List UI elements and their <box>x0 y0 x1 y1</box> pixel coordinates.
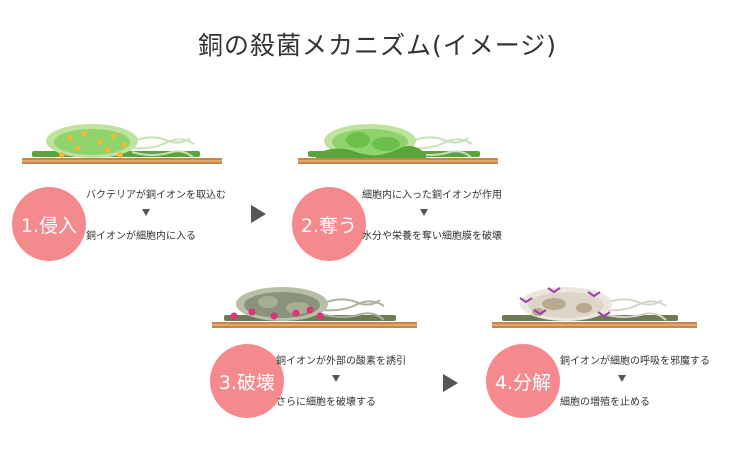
stage-1-caption-2: 銅イオンが細胞内に入る <box>86 227 196 242</box>
arrow-right-icon <box>251 205 266 223</box>
arrow-right-icon <box>443 374 458 392</box>
arrow-down-icon <box>420 209 428 216</box>
stage-1-badge: 1.侵入 <box>12 187 86 261</box>
stage-1: 1.侵入 バクテリアが銅イオンを取込む 銅イオンが細胞内に入る <box>22 118 242 278</box>
stage-3-badge: 3.破壊 <box>210 344 284 418</box>
bacterium-destroy-illustration <box>212 282 422 332</box>
stage-4-caption-2: 細胞の増殖を止める <box>560 393 650 408</box>
page-title: 銅の殺菌メカニズム(イメージ) <box>0 26 755 62</box>
stage-3: 3.破壊 銅イオンが外部の酸素を誘引 さらに細胞を破壊する <box>212 282 432 442</box>
arrow-down-icon <box>332 375 340 382</box>
stage-3-caption-2: さらに細胞を破壊する <box>276 393 376 408</box>
bacterium-drain-illustration <box>298 118 508 168</box>
stage-2-caption-2: 水分や栄養を奪い細胞膜を破壊 <box>362 227 502 242</box>
stage-2: 2.奪う 細胞内に入った銅イオンが作用 水分や栄養を奪い細胞膜を破壊 <box>298 118 518 278</box>
stage-3-caption-1: 銅イオンが外部の酸素を誘引 <box>276 352 406 367</box>
stage-4-badge: 4.分解 <box>486 344 560 418</box>
stage-1-caption-1: バクテリアが銅イオンを取込む <box>86 186 226 201</box>
arrow-down-icon <box>142 209 150 216</box>
arrow-down-icon <box>618 375 626 382</box>
stage-2-badge: 2.奪う <box>292 187 366 261</box>
bacterium-decompose-illustration <box>492 282 702 332</box>
stage-4: 4.分解 銅イオンが細胞の呼吸を邪魔する 細胞の増殖を止める <box>492 282 712 442</box>
stage-2-caption-1: 細胞内に入った銅イオンが作用 <box>362 186 502 201</box>
bacterium-ingest-illustration <box>22 118 232 168</box>
stage-4-caption-1: 銅イオンが細胞の呼吸を邪魔する <box>560 352 710 367</box>
